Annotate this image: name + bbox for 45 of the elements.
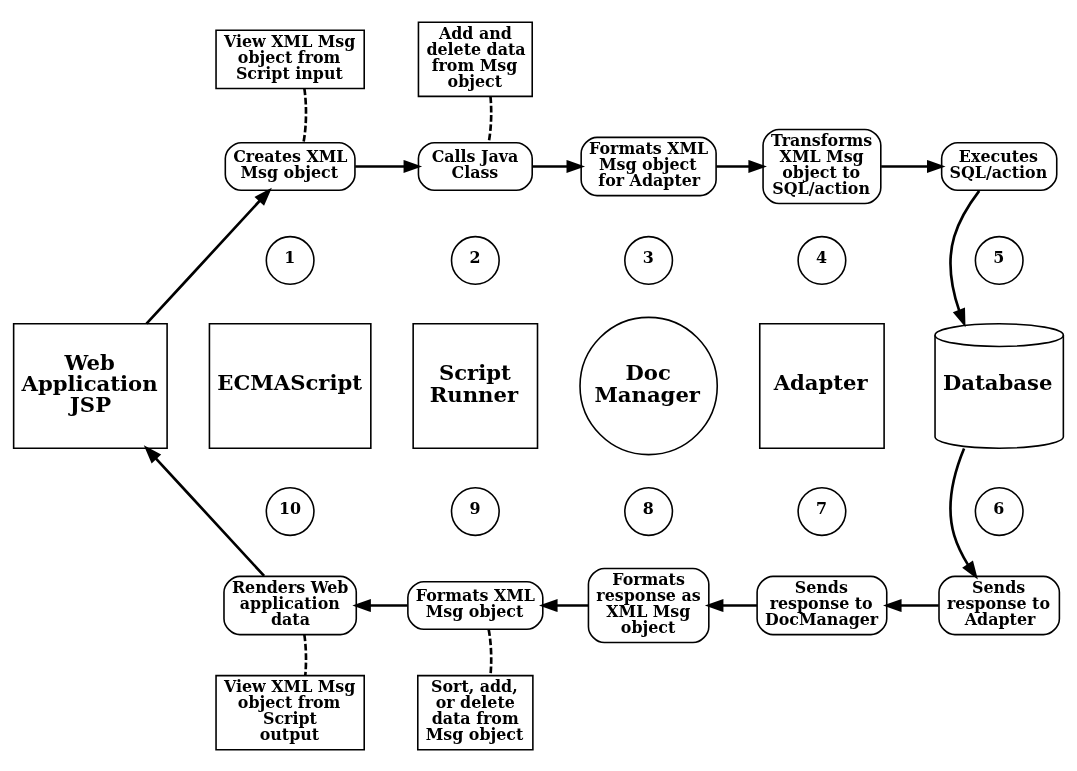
node-box: Sends response to Adapter [938,575,1061,635]
node-box: Sends response to DocManager [756,575,888,635]
connector [487,628,493,676]
node-circle: 5 [974,235,1024,285]
arrow [716,159,767,173]
connector [303,634,308,675]
arrow [352,598,408,612]
node-box: Add and delete data from Msg object [417,21,533,97]
node-box: Script Runner [412,322,539,449]
node-box: View XML Msg object from Script output [215,674,365,750]
node-box: Renders Web application data [223,575,358,635]
connector [302,88,308,143]
node-box: Transforms XML Msg object to SQL/action [762,128,882,204]
connector [487,96,493,142]
node-box: Web Application JSP [12,322,168,449]
node-box: ECMAScript [208,322,372,449]
node-box: Calls Java Class [417,141,533,191]
node-circle: 7 [797,486,847,536]
arrow [145,187,272,325]
node-circle: Doc Manager [579,316,719,455]
node-circle: 9 [450,486,500,536]
node-box: Executes SQL/action [940,141,1058,191]
node-box: Creates XML Msg object [224,141,356,191]
node-box: View XML Msg object from Script input [215,28,365,89]
arrow [704,598,757,612]
node-box: Adapter [758,322,885,449]
arrow [532,159,586,173]
node-circle: 10 [265,486,315,536]
node-circle: 8 [624,486,674,536]
arrow [539,598,589,612]
arrow [949,447,978,580]
arrow [143,444,266,577]
node-circle: 3 [624,235,674,285]
arrow [883,598,939,612]
node-circle: 6 [974,486,1024,536]
node-box: Sort, add, or delete data from Msg object [417,674,534,750]
arrow [949,189,981,327]
node-box: Formats XML Msg object for Adapter [580,136,717,196]
node-circle: 4 [797,235,847,285]
node-circle: 1 [265,235,315,285]
arrow [881,159,946,173]
node-box: Formats response as XML Msg object [587,567,710,643]
arrow [355,159,423,173]
node-box: Formats XML Msg object [407,580,544,630]
node-circle: 2 [450,235,500,285]
